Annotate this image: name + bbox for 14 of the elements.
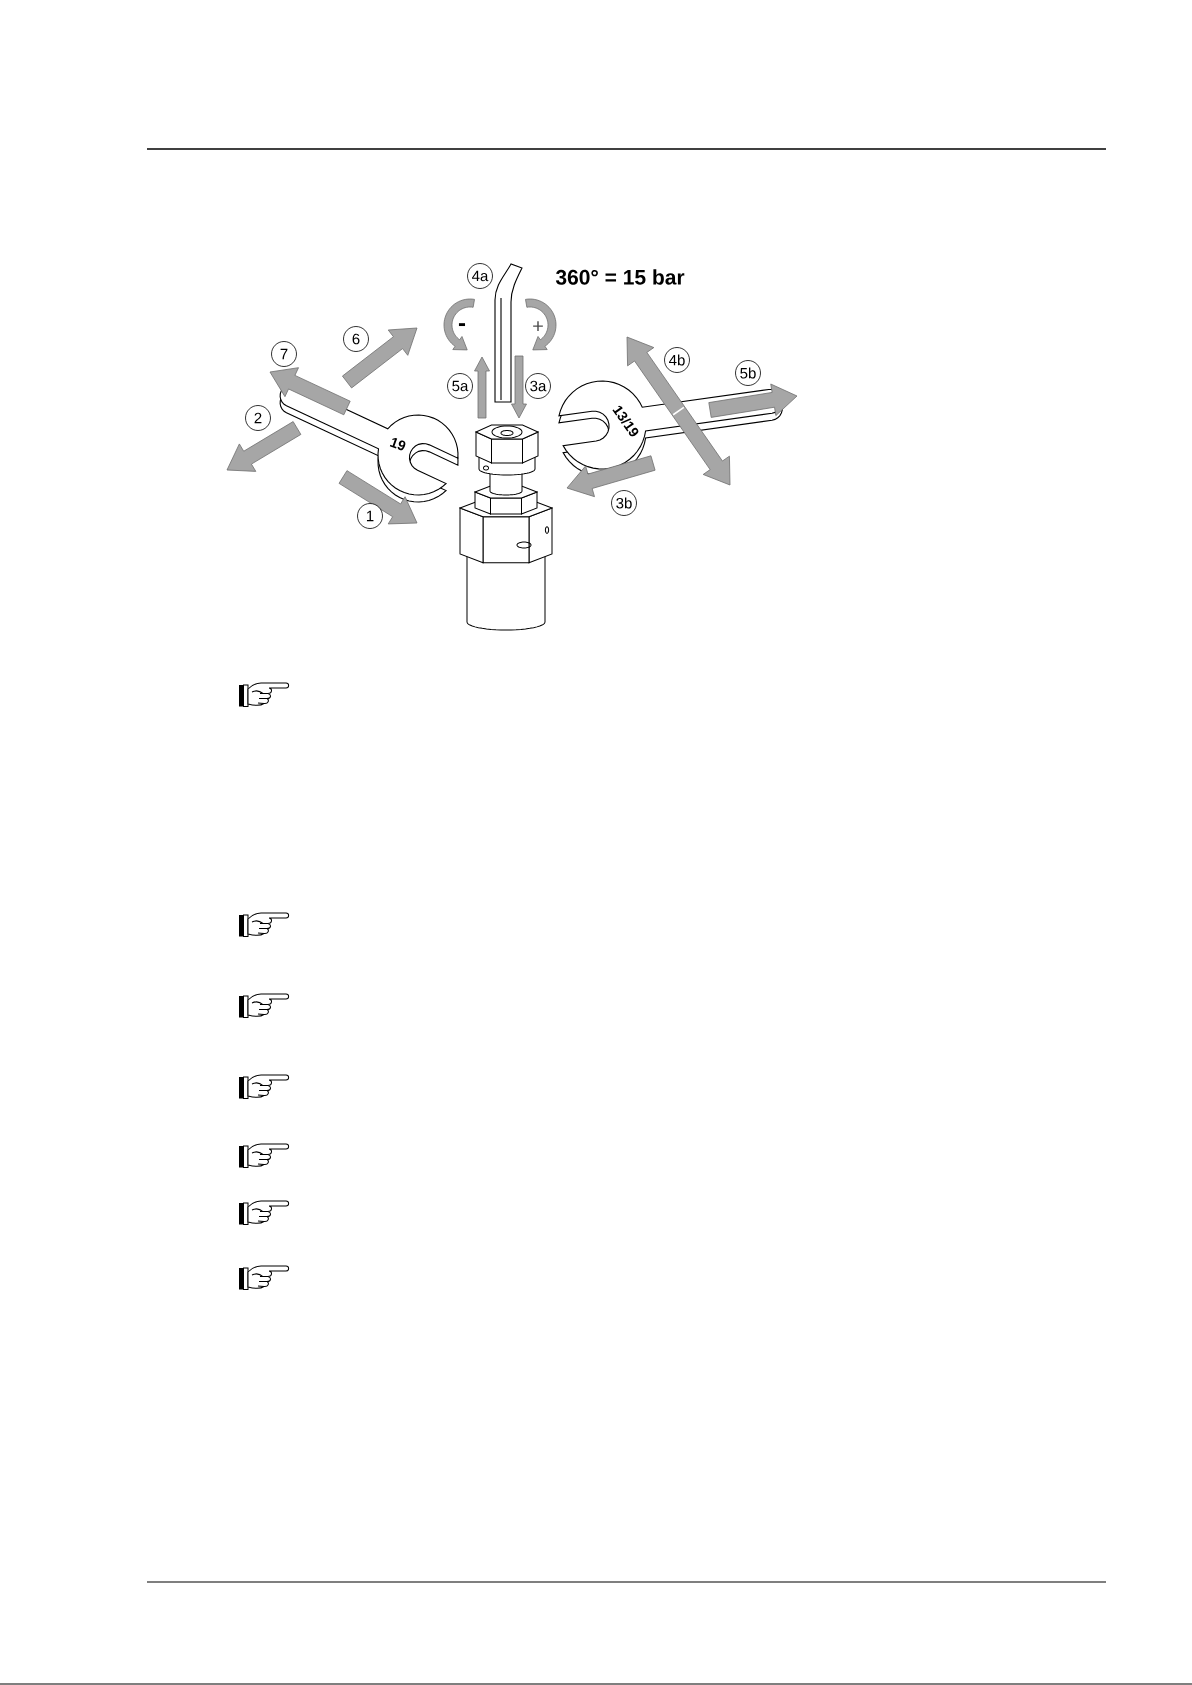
callout-number: 5a	[447, 373, 473, 399]
callout-number: 3a	[525, 373, 551, 399]
callout-number: 1	[357, 503, 383, 529]
callout-number: 3b	[611, 490, 637, 516]
callout-number: 7	[271, 341, 297, 367]
size-marking: 19	[389, 438, 406, 451]
plus-sign: +	[533, 321, 543, 331]
annotation: 360° = 15 bar	[555, 269, 685, 285]
callout-number: 4a	[467, 263, 493, 289]
callout-number: 6	[343, 326, 369, 352]
callout-number: 5b	[735, 360, 761, 386]
minus-sign: -	[458, 323, 466, 327]
callout-number: 4b	[664, 347, 690, 373]
callout-number: 2	[245, 405, 271, 431]
